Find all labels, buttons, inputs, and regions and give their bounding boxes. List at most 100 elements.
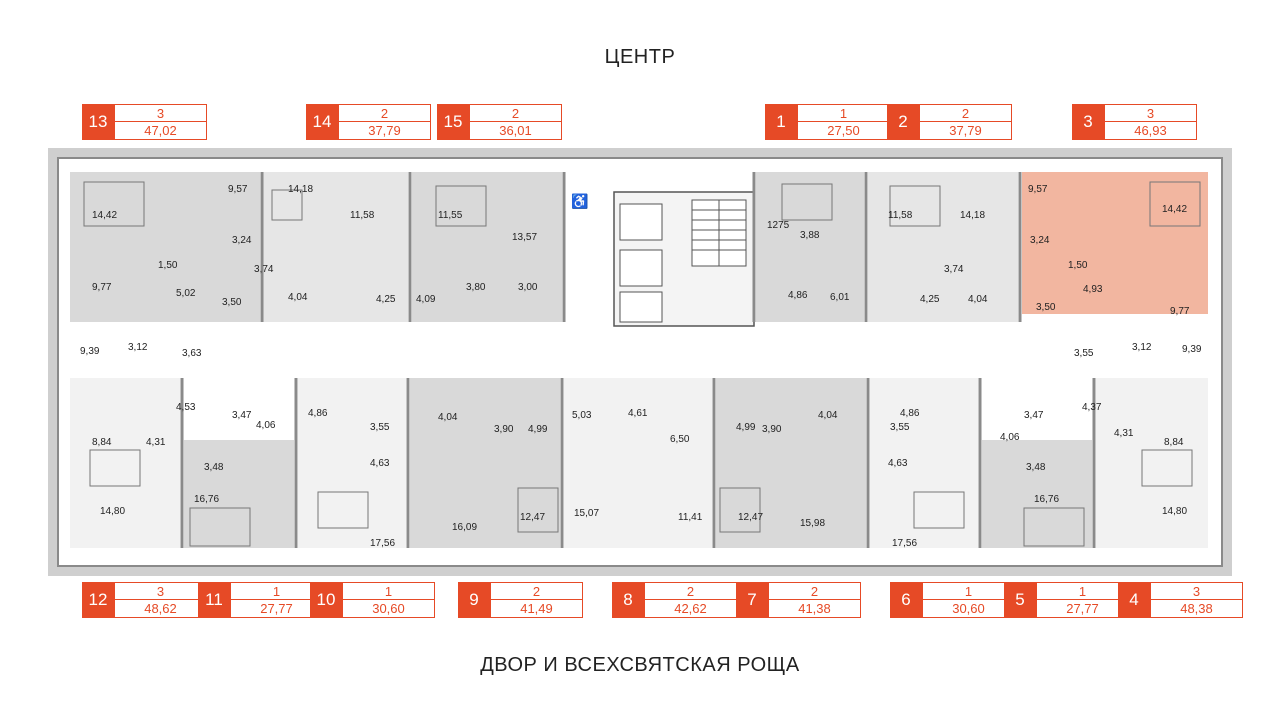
unit-total-area: 47,02 [114,121,207,140]
room-area-label: 3,63 [182,348,202,359]
unit-room-count: 3 [114,104,207,122]
unit-number: 15 [437,104,469,140]
unit-9-area [410,378,560,548]
unit-7-area [716,378,866,548]
room-area-label: 4,99 [528,424,548,435]
room-area-label: 12,47 [520,512,545,523]
room-area-label: 3,48 [1026,462,1046,473]
room-area-label: 4,25 [376,294,396,305]
unit-12-area [70,378,180,548]
room-area-label: 4,04 [818,410,838,421]
room-area-label: 3,55 [1074,348,1094,359]
room-area-label: 12,47 [738,512,763,523]
room-area-label: 1,50 [158,260,178,271]
unit-room-count: 3 [114,582,207,600]
unit-6-area [870,378,978,548]
unit-room-count: 2 [338,104,431,122]
unit-number: 2 [887,104,919,140]
unit-total-area: 46,93 [1104,121,1197,140]
room-area-label: 4,63 [888,458,908,469]
room-area-label: 15,07 [574,508,599,519]
room-area-label: 16,76 [1034,494,1059,505]
unit-number: 14 [306,104,338,140]
unit-room-count: 3 [1104,104,1197,122]
room-area-label: 14,42 [1162,204,1187,215]
room-area-label: 3,90 [762,424,782,435]
unit-number: 13 [82,104,114,140]
unit-room-count: 2 [919,104,1012,122]
unit-total-area: 48,62 [114,599,207,618]
room-area-label: 3,90 [494,424,514,435]
room-area-label: 3,48 [204,462,224,473]
room-area-label: 14,18 [288,184,313,195]
room-area-label: 3,12 [1132,342,1152,353]
room-area-label: 3,74 [944,264,964,275]
unit-room-count: 1 [797,104,890,122]
unit-room-count: 1 [342,582,435,600]
room-area-label: 8,84 [1164,437,1184,448]
unit-11-area [184,440,294,548]
room-area-label: 4,37 [1082,402,1102,413]
room-area-label: 3,80 [466,282,486,293]
room-area-label: 16,76 [194,494,219,505]
unit-room-count: 3 [1150,582,1243,600]
room-area-label: 17,56 [892,538,917,549]
room-area-label: 13,57 [512,232,537,243]
room-area-label: 4,63 [370,458,390,469]
room-area-label: 4,25 [920,294,940,305]
unit-number: 1 [765,104,797,140]
room-area-label: 3,55 [370,422,390,433]
unit-15-area [412,172,562,322]
unit-5-area [982,440,1092,548]
room-area-labels: 14,429,573,241,509,775,023,5014,1811,583… [80,184,1202,549]
orientation-label-courtyard: ДВОР И ВСЕХСВЯТСКАЯ РОЩА [480,654,800,676]
room-area-label: 15,98 [800,518,825,529]
unit-4-area [1096,378,1208,548]
room-area-label: 17,56 [370,538,395,549]
room-area-label: 4,99 [736,422,756,433]
room-area-label: 4,86 [308,408,328,419]
room-area-label: 8,84 [92,437,112,448]
room-area-label: 9,77 [1170,306,1190,317]
room-area-label: 9,39 [1182,344,1202,355]
room-area-label: 5,03 [572,410,592,421]
unit-3-area [1022,172,1208,314]
room-area-label: 9,77 [92,282,112,293]
unit-number: 12 [82,582,114,618]
unit-2-area [868,172,1018,322]
unit-number: 3 [1072,104,1104,140]
unit-total-area: 41,49 [490,599,583,618]
room-area-label: 9,57 [228,184,248,195]
unit-room-count: 1 [1036,582,1129,600]
unit-number: 6 [890,582,922,618]
unit-number: 10 [310,582,342,618]
unit-13-area [70,172,260,322]
room-area-label: 4,09 [416,294,436,305]
unit-total-area: 30,60 [342,599,435,618]
room-area-label: 11,55 [438,210,463,221]
room-area-label: 11,58 [888,210,913,221]
orientation-label-center: ЦЕНТР [604,46,676,68]
unit-10-area [298,378,406,548]
room-area-label: 6,50 [670,434,690,445]
room-area-label: 3,24 [232,235,252,246]
unit-total-area: 41,38 [768,599,861,618]
room-area-label: 4,06 [256,420,276,431]
unit-room-count: 2 [469,104,562,122]
